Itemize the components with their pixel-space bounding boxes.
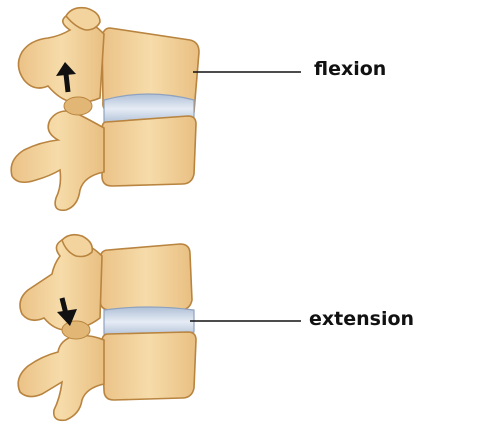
extension-upper-vertebral-body — [99, 243, 193, 311]
arrow-up-icon — [56, 62, 76, 93]
flexion-lower-vertebral-body — [101, 115, 197, 187]
extension-illustration — [17, 233, 301, 422]
arrow-down-icon — [57, 297, 77, 326]
extension-lower-vertebral-body — [101, 331, 197, 401]
extension-upper-spinous-process — [61, 233, 94, 258]
flexion-label: flexion — [314, 58, 387, 80]
extension-label: extension — [309, 308, 415, 330]
flexion-lower-posterior-elements — [10, 110, 105, 212]
flexion-facet-joint — [63, 96, 93, 116]
extension-facet-joint — [61, 320, 91, 340]
flexion-illustration — [10, 6, 301, 212]
flexion-upper-spinous-process — [65, 6, 101, 31]
extension-lower-posterior-elements — [17, 334, 105, 422]
